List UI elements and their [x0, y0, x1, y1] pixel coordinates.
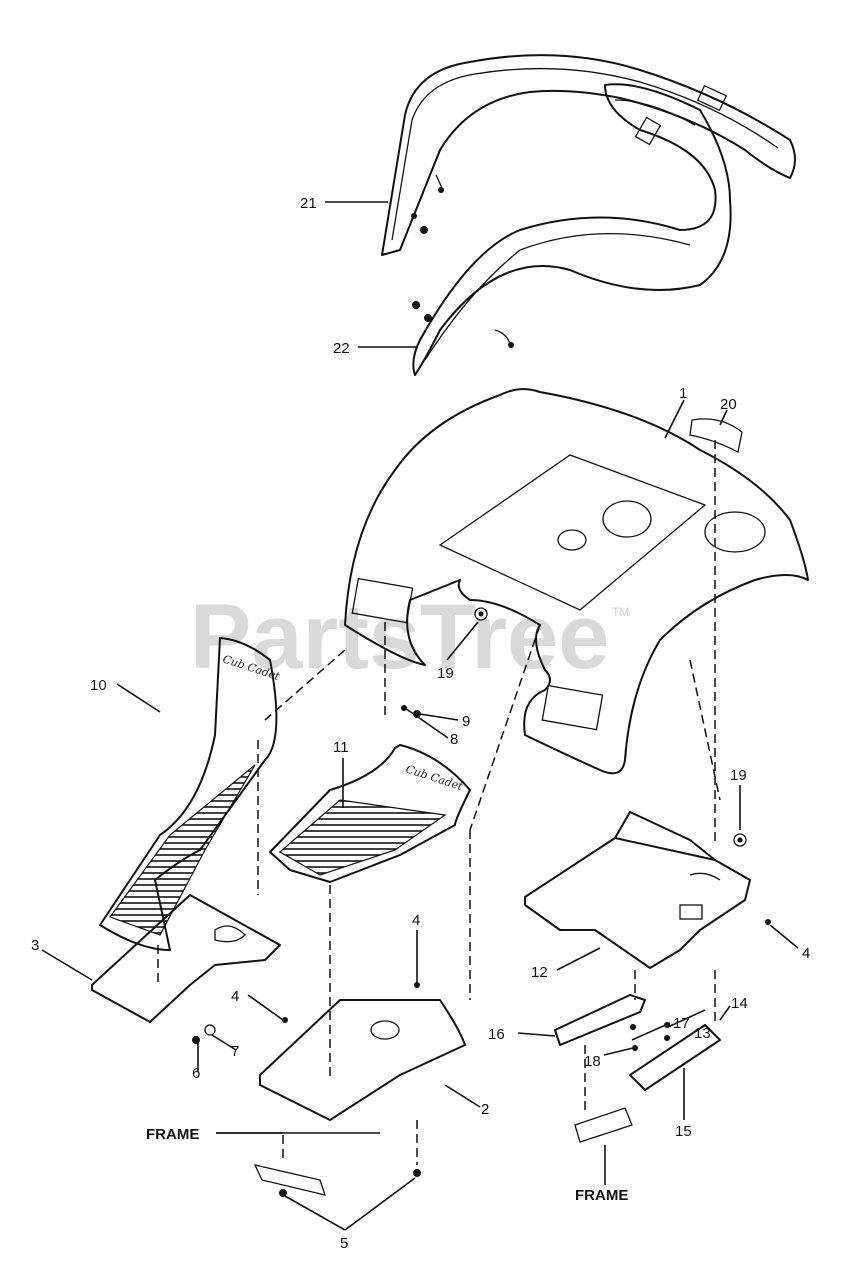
part-2-footrest [259, 999, 466, 1121]
part-11-floor-mat: Cub Cadet [269, 744, 471, 883]
label-13: 13 [694, 1025, 711, 1042]
label-20: 20 [720, 396, 737, 413]
mat-brand-right: Cub Cadet [404, 762, 465, 793]
frame-right-rail [574, 1107, 633, 1143]
fasteners [192, 607, 771, 1197]
label-11: 11 [333, 739, 349, 756]
label-frame-left: FRAME [146, 1126, 199, 1143]
label-19-right: 19 [730, 767, 747, 784]
label-17: 17 [673, 1015, 690, 1032]
frame-left-rail [253, 1164, 326, 1196]
watermark-text: PartsTree [190, 586, 609, 688]
label-16: 16 [488, 1026, 505, 1043]
label-1: 1 [679, 385, 687, 402]
label-9: 9 [462, 713, 470, 730]
label-4-center: 4 [412, 912, 420, 929]
label-12: 12 [531, 964, 548, 981]
label-2: 2 [481, 1101, 489, 1118]
part-21-22-rail-assembly [381, 54, 796, 376]
part-15-channel [629, 1024, 721, 1091]
part-16-rail [554, 994, 646, 1046]
label-14: 14 [731, 995, 748, 1012]
part-12-bracket [524, 811, 751, 969]
part-3-footrest [91, 894, 281, 1023]
label-4-left: 4 [231, 988, 239, 1005]
part-labels: 21 22 1 20 19 9 8 10 11 3 4 19 4 12 16 1… [31, 195, 810, 1252]
label-7: 7 [231, 1043, 239, 1060]
label-22: 22 [333, 340, 350, 357]
label-8: 8 [450, 731, 458, 748]
label-21: 21 [300, 195, 317, 212]
label-6: 6 [192, 1065, 200, 1082]
assembly-lines [157, 440, 721, 1165]
part-1-fender [344, 388, 809, 775]
label-18: 18 [584, 1053, 601, 1070]
label-19-top: 19 [437, 665, 454, 682]
part-20-plate [689, 418, 743, 453]
label-5: 5 [340, 1235, 348, 1252]
label-frame-right: FRAME [575, 1187, 628, 1204]
label-3: 3 [31, 937, 39, 954]
label-10: 10 [90, 677, 107, 694]
leader-arrows [41, 201, 799, 1231]
watermark-trademark: TM [612, 605, 629, 619]
label-4-right: 4 [802, 945, 810, 962]
label-15: 15 [675, 1123, 692, 1140]
